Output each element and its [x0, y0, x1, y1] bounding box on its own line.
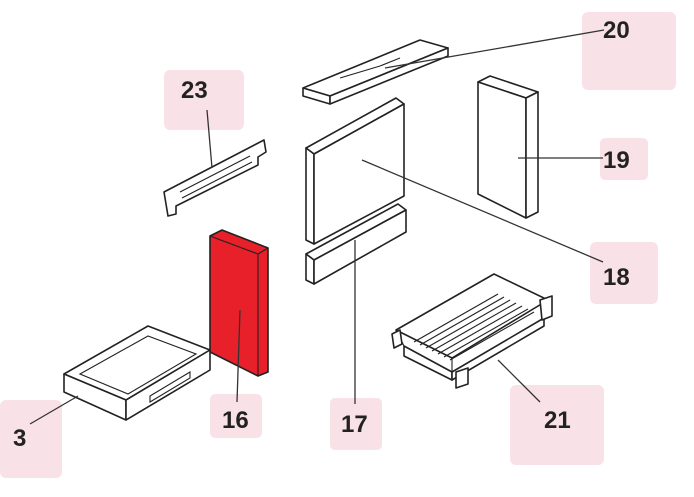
part-label-20: 20: [603, 17, 630, 44]
label-bg-19: [600, 138, 648, 180]
leader-3: [29, 395, 79, 425]
label-bg-23: [164, 70, 244, 130]
part-21-grate: [391, 273, 553, 389]
label-bg-21: [510, 385, 604, 465]
label-bg-3: [0, 400, 62, 478]
label-bg-18: [590, 242, 658, 304]
label-bg-20: [582, 12, 676, 90]
leader-18: [361, 159, 604, 263]
part-label-17: 17: [341, 411, 368, 438]
part-23-bracket: [163, 139, 267, 217]
part-label-19: 19: [603, 147, 630, 174]
label-bg-16: [210, 394, 262, 438]
part-20-baffle: [302, 39, 449, 105]
part-label-16: 16: [222, 407, 249, 434]
leader-21: [497, 359, 541, 403]
part-label-3: 3: [13, 425, 26, 452]
leader-23: [206, 109, 213, 169]
leader-16: [236, 309, 241, 403]
leader-20: [384, 29, 605, 69]
part-3-ash-tray: [63, 325, 211, 421]
label-bg-17: [330, 398, 382, 450]
part-label-21: 21: [544, 407, 571, 434]
part-label-23: 23: [181, 77, 208, 104]
part-17-small-brick: [305, 203, 407, 285]
part-label-18: 18: [603, 264, 630, 291]
part-18-back-brick: [305, 97, 405, 245]
part-19-side-brick: [477, 75, 539, 219]
